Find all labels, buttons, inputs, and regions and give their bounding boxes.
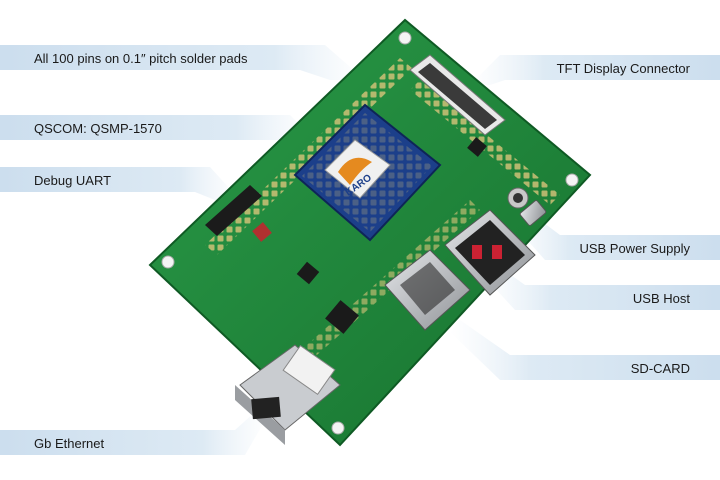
callout-bands-right xyxy=(450,55,720,380)
callout-pins: All 100 pins on 0.1″ pitch solder pads xyxy=(0,45,354,71)
callout-usb-power: USB Power Supply xyxy=(530,235,720,261)
callout-usb-host: USB Host xyxy=(530,285,720,311)
callout-module: QSCOM: QSMP-1570 xyxy=(0,115,314,141)
callout-sdcard-label: SD-CARD xyxy=(630,360,690,376)
callout-tft-label: TFT Display Connector xyxy=(556,60,690,76)
cpu-module: KARO xyxy=(293,103,442,242)
sdcard-slot xyxy=(384,249,471,331)
callout-pins-label: All 100 pins on 0.1″ pitch solder pads xyxy=(34,50,248,66)
callout-usb-power-label: USB Power Supply xyxy=(579,240,690,256)
callout-usb-host-label: USB Host xyxy=(632,290,690,306)
callout-ethernet: Gb Ethernet xyxy=(0,430,264,456)
callout-uart: Debug UART xyxy=(0,167,234,193)
debug-uart-header xyxy=(205,185,272,242)
callout-ethernet-label: Gb Ethernet xyxy=(34,435,105,451)
small-chips xyxy=(296,137,487,334)
callout-uart-label: Debug UART xyxy=(34,172,112,188)
usb-host-connector xyxy=(444,209,536,296)
callout-sdcard: SD-CARD xyxy=(530,355,720,381)
callout-tft: TFT Display Connector xyxy=(470,55,720,81)
callout-bands-left xyxy=(0,45,365,455)
ethernet-jack xyxy=(235,344,341,445)
callout-module-label: QSCOM: QSMP-1570 xyxy=(34,120,162,136)
usb-power-connector xyxy=(507,187,547,226)
tft-connector xyxy=(409,54,506,136)
